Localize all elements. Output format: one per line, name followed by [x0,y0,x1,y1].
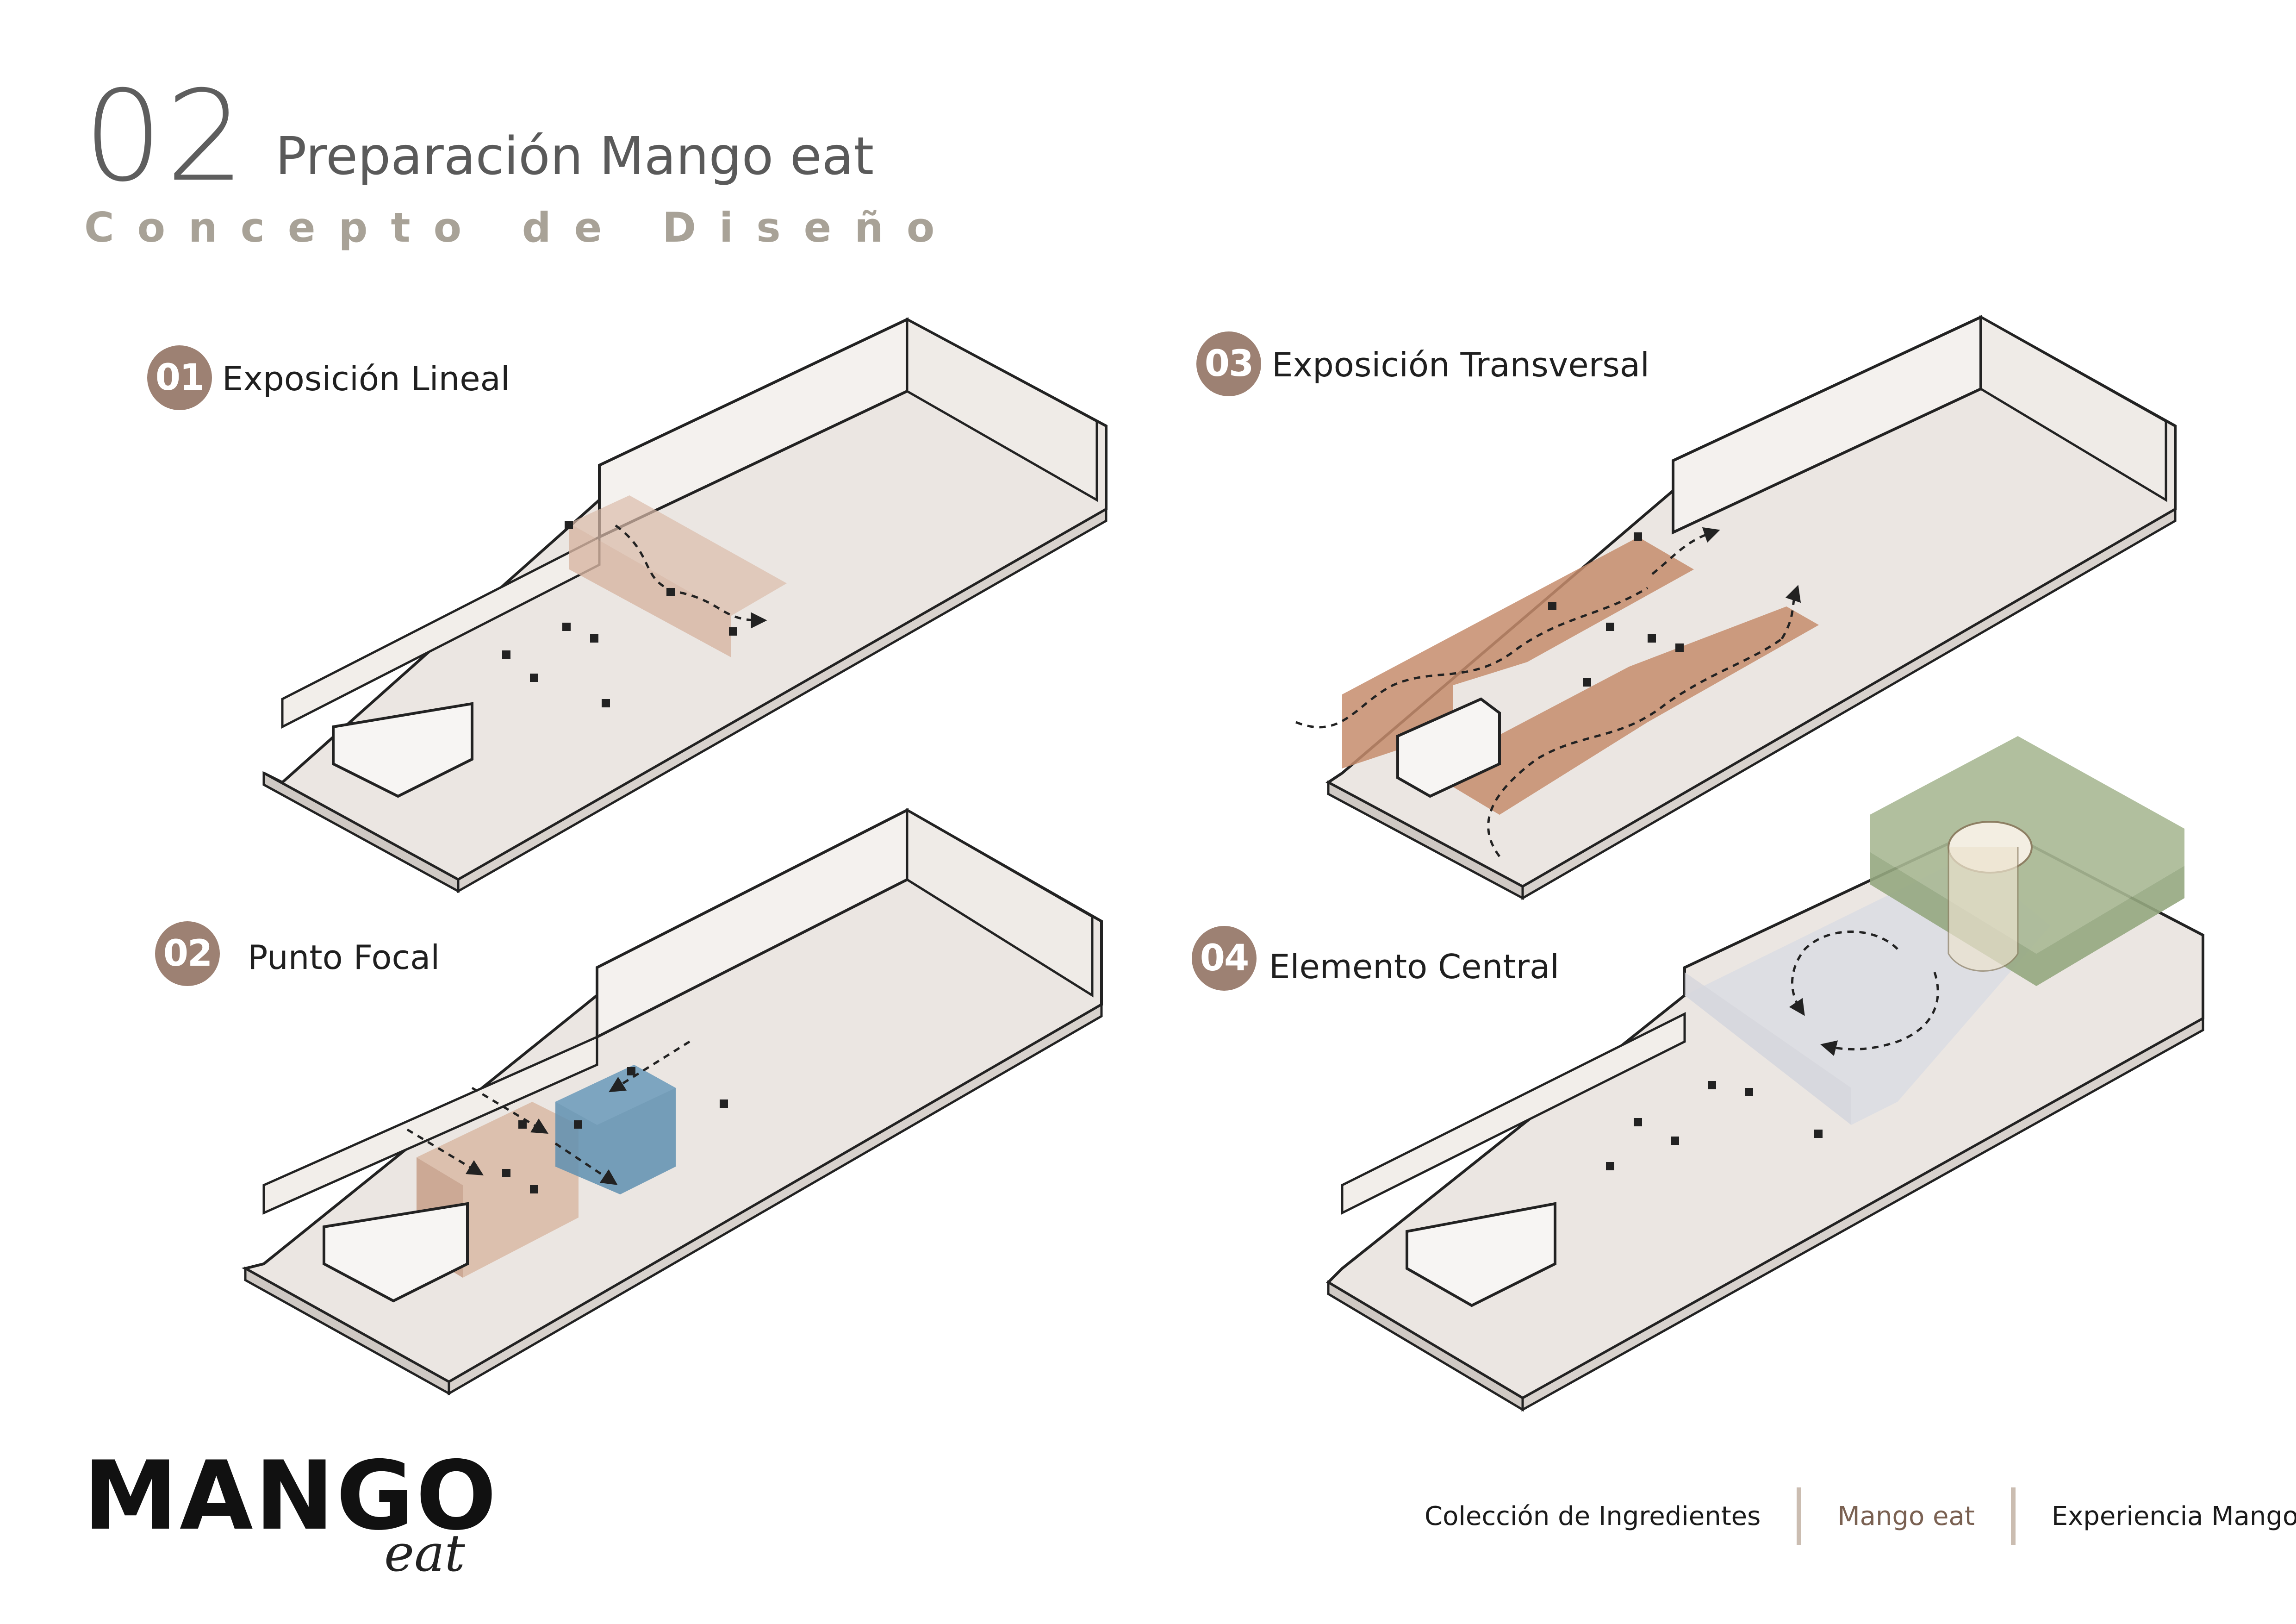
diagram-01-exposicion-lineal [264,319,1106,891]
mango-logo-sub: eat [384,1528,465,1579]
footer-divider [1797,1487,1801,1545]
diagram-01-badge: 01 [147,345,212,410]
diagram-03-label: Exposición Transversal [1272,348,1649,381]
footer-nav: Colección de Ingredientes Mango eat Expe… [1388,1486,2296,1546]
footer-link-mango-eat[interactable]: Mango eat [1801,1501,2010,1531]
diagram-04-badge: 04 [1192,926,1257,991]
footer-divider [2011,1487,2016,1545]
diagram-02-label: Punto Focal [248,941,440,974]
diagram-03-badge: 03 [1196,331,1261,396]
footer-link-experiencia-mango[interactable]: Experiencia Mango [2016,1501,2296,1531]
diagram-02-punto-focal [245,810,1101,1393]
diagram-04-label: Elemento Central [1269,950,1559,983]
footer-link-coleccion-ingredientes[interactable]: Colección de Ingredientes [1388,1501,1797,1531]
diagram-02-badge: 02 [155,921,220,986]
diagram-01-label: Exposición Lineal [222,362,510,395]
